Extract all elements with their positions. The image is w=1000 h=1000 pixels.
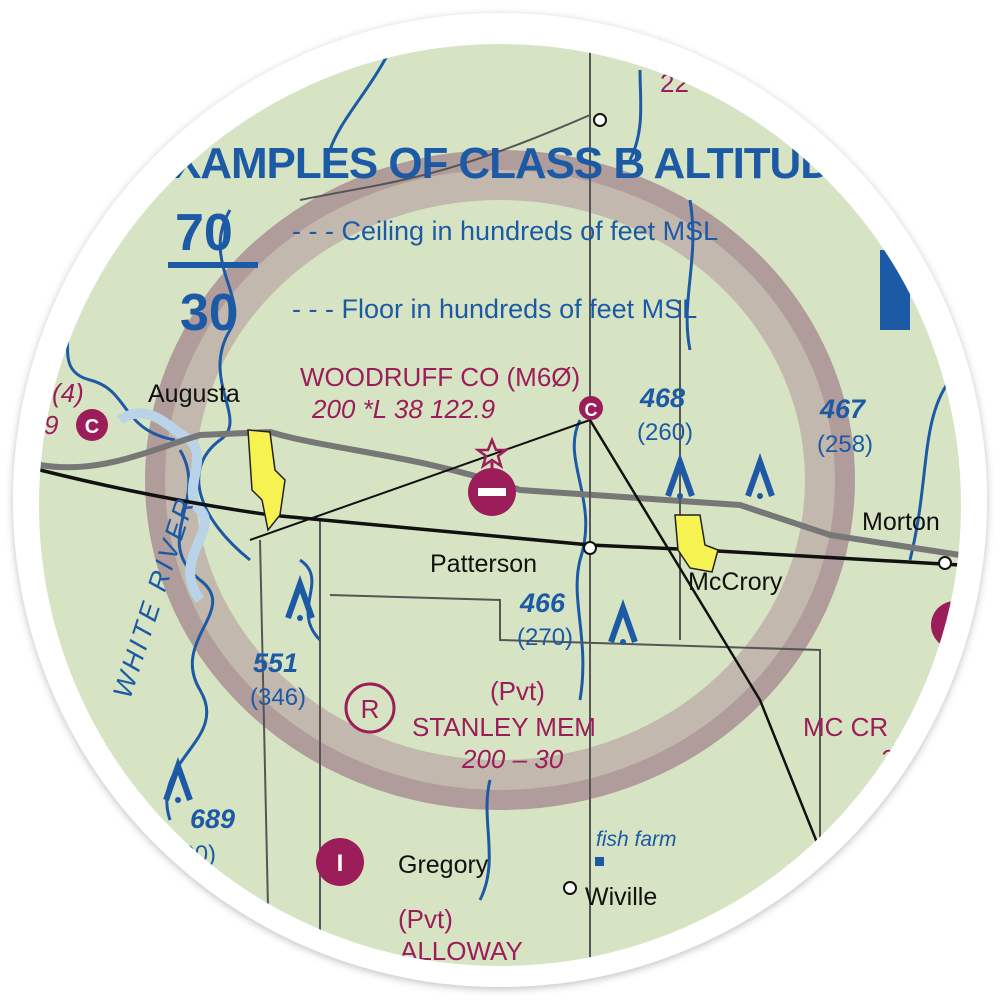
legend-divider xyxy=(168,262,258,268)
ceiling-legend-text: - - - Ceiling in hundreds of feet MSL xyxy=(292,216,718,246)
obstacle-agl: (260) xyxy=(637,419,693,446)
obstacle-msl: 551 xyxy=(253,648,298,678)
town-augusta: Augusta xyxy=(148,380,240,408)
private-airport-symbol: R xyxy=(361,694,380,724)
woodruff-airport-info: 200 *L 38 122.9 xyxy=(311,394,495,424)
town-mccrory: McCrory xyxy=(688,568,783,596)
galloway-pvt: (Pvt) xyxy=(398,904,453,934)
woodruff-airport-name: WOODRUFF CO (M6Ø) xyxy=(300,362,580,392)
ceiling-value: 70 xyxy=(175,204,233,262)
class-b-header: XAMPLES OF CLASS B ALTITUD xyxy=(172,139,832,188)
obstacle-agl: (270) xyxy=(517,624,573,651)
mccrory-town-area xyxy=(674,514,719,573)
stanley-pvt: (Pvt) xyxy=(490,676,545,706)
town-dot xyxy=(593,113,607,127)
class-b-ring xyxy=(145,150,855,810)
town-morton: Morton xyxy=(862,508,940,536)
town-dot xyxy=(563,881,577,895)
floor-legend-text: - - - Floor in hundreds of feet MSL xyxy=(292,294,697,324)
private-airport-icon[interactable] xyxy=(344,682,396,734)
obstacle-msl: 466 xyxy=(519,588,566,618)
ctaf-icon xyxy=(579,396,603,420)
ctaf-icon xyxy=(76,409,108,441)
left-airport-elevation: (4) xyxy=(52,378,84,408)
woodruff-airport-icon[interactable] xyxy=(468,436,516,516)
obstacle-msl: 468 xyxy=(639,383,685,413)
town-patterson: Patterson xyxy=(430,550,537,578)
augusta-town-area xyxy=(247,429,286,532)
town-wiville: Wiville xyxy=(585,883,657,911)
class-b-ring-edge xyxy=(145,150,855,810)
gregory-airport-icon[interactable] xyxy=(316,838,364,886)
stanley-airport-name: STANLEY MEM xyxy=(412,712,596,742)
obstacle-msl: 689 xyxy=(190,804,235,834)
ctaf-letter: C xyxy=(585,400,598,420)
obstacle-agl: (346) xyxy=(250,684,306,711)
fish-farm-icon xyxy=(595,857,604,866)
left-airport-info: 9 xyxy=(44,410,58,440)
floor-value: 30 xyxy=(180,284,238,342)
town-gregory: Gregory xyxy=(398,851,489,879)
stanley-airport-info: 200 – 30 xyxy=(461,744,564,774)
obstacle-agl: (258) xyxy=(817,431,873,458)
town-dot xyxy=(938,556,952,570)
airport-symbol: I xyxy=(337,850,344,877)
map-edge xyxy=(37,42,963,968)
rivers xyxy=(58,49,952,901)
fish-farm-label: fish farm xyxy=(596,828,677,851)
white-river-water xyxy=(117,408,210,603)
ctaf-letter: C xyxy=(85,416,99,438)
obstacle-msl: 467 xyxy=(819,394,867,424)
minor-roads xyxy=(259,43,821,967)
town-dot xyxy=(583,541,597,555)
mc-cr-airport-name: MC CR xyxy=(803,712,888,742)
